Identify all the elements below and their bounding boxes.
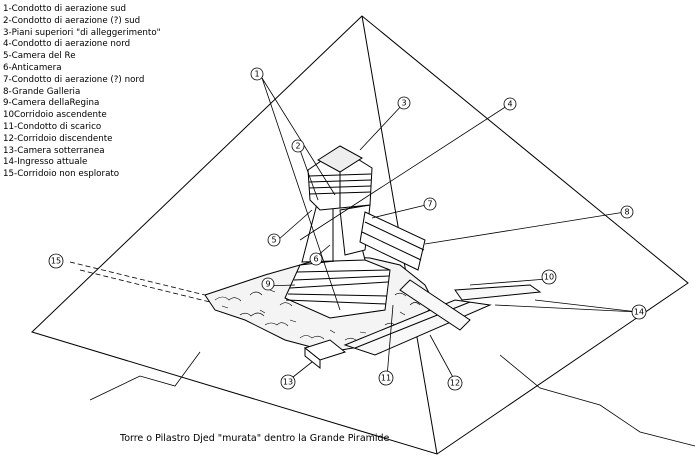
caption: Torre o Pilastro Djed "murata" dentro la… <box>120 433 390 444</box>
legend-item-1: 1-Condotto di aerazione sud <box>3 4 126 14</box>
marker-14: 14 <box>631 304 647 320</box>
legend-item-15: 15-Corridoio non esplorato <box>3 169 120 180</box>
number-markers: 1 2 3 4 5 6 7 8 9 10 11 12 13 14 15 <box>48 67 647 391</box>
marker-9: 9 <box>261 277 275 291</box>
marker-7-label: 7 <box>427 200 432 209</box>
marker-9-label: 9 <box>265 280 270 289</box>
marker-8: 8 <box>620 205 634 219</box>
legend-item-13: 13-Camera sotterranea <box>3 145 105 156</box>
marker-11: 11 <box>378 370 394 386</box>
marker-10: 10 <box>541 269 557 285</box>
legend-item-8: 8-Grande Galleria <box>3 86 81 97</box>
marker-7: 7 <box>423 197 437 211</box>
marker-3-label: 3 <box>401 99 406 108</box>
marker-13: 13 <box>280 374 296 390</box>
legend-item-14: 14-Ingresso attuale <box>3 157 88 168</box>
pointer-lines <box>261 77 639 382</box>
djed-tower <box>301 199 371 263</box>
relieving-chambers <box>307 145 373 211</box>
legend-item-5: 5-Camera del Re <box>3 51 76 62</box>
marker-6-label: 6 <box>313 255 318 264</box>
marker-1: 1 <box>250 67 264 81</box>
legend-item-4: 4-Condotto di aerazione nord <box>3 39 131 50</box>
marker-12-label: 12 <box>450 379 460 388</box>
marker-11-label: 11 <box>381 374 391 383</box>
marker-6: 6 <box>309 252 323 266</box>
ground-line-left <box>89 351 201 401</box>
marker-15-label: 15 <box>51 257 61 266</box>
marker-5-label: 5 <box>271 236 276 245</box>
marker-13-label: 13 <box>283 378 293 387</box>
ground-line-right <box>499 354 696 447</box>
marker-8-label: 8 <box>624 208 629 217</box>
legend-item-2: 2-Condotto di aerazione (?) sud <box>3 15 141 26</box>
marker-15: 15 <box>48 253 64 269</box>
legend-item-11: 11-Condotto di scarico <box>3 121 102 132</box>
legend: 1-Condotto di aerazione sud 2-Condotto d… <box>3 4 203 181</box>
legend-item-3: 3-Piani superiori "di alleggerimento" <box>3 27 161 38</box>
marker-14-label: 14 <box>634 308 644 317</box>
legend-item-6: 6-Anticamera <box>3 62 62 73</box>
corridors <box>343 279 542 356</box>
unexplored-corridor <box>69 261 211 303</box>
marker-10-label: 10 <box>544 273 554 282</box>
marker-5: 5 <box>267 233 281 247</box>
legend-item-9: 9-Camera dellaRegina <box>3 98 100 109</box>
marker-2-label: 2 <box>295 142 300 151</box>
marker-4: 4 <box>503 97 517 111</box>
marker-1-label: 1 <box>254 70 259 79</box>
legend-item-10: 10Corridoio ascendente <box>3 110 107 121</box>
subterranean-chamber <box>303 339 347 370</box>
grand-gallery <box>359 211 426 271</box>
marker-2: 2 <box>291 139 305 153</box>
marker-3: 3 <box>397 96 411 110</box>
legend-item-12: 12-Corridoio discendente <box>3 133 113 144</box>
marker-12: 12 <box>447 375 463 391</box>
marker-4-label: 4 <box>507 100 512 109</box>
legend-item-7: 7-Condotto di aerazione (?) nord <box>3 74 145 85</box>
stepped-pedestal <box>284 257 391 319</box>
